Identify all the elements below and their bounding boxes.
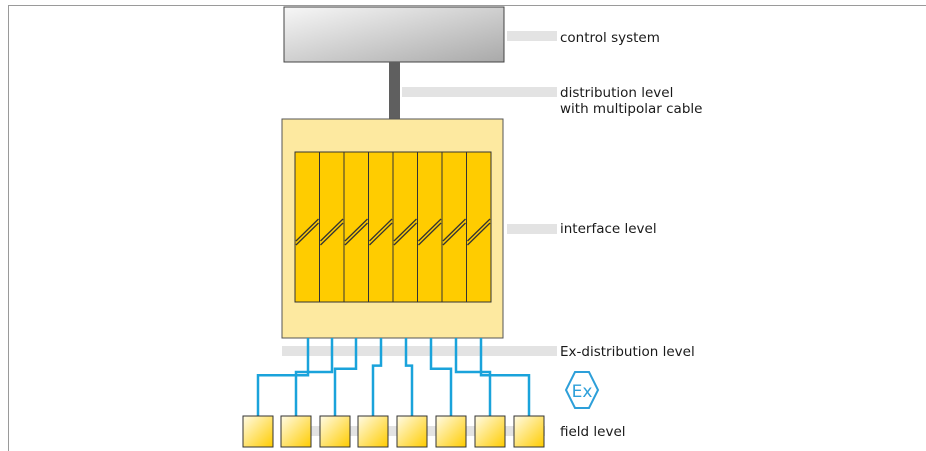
field-cables [256,338,531,416]
ex-hexagon-icon: Ex [564,371,600,409]
control-system-label-bar [507,31,557,41]
frame-left-line [8,5,9,451]
ex-distribution-level-label: Ex-distribution level [560,344,695,360]
multipolar-cable [389,62,400,119]
distribution-label-bar [402,87,557,97]
barrier-module [466,151,492,303]
module-slash-line [369,222,393,246]
module-slash-line [344,222,368,246]
module-slash-line [442,222,466,246]
module-slash-line [393,222,417,246]
module-slash-line [344,218,368,242]
module-slash-line [467,218,491,242]
barrier-module [368,151,394,303]
barrier-module [343,151,369,303]
field-cable [429,338,453,416]
field-device [513,415,545,448]
field-cable [294,338,334,416]
field-devices [242,415,545,448]
field-device [396,415,428,448]
module-slash-line [467,222,491,246]
field-cable [479,338,531,416]
field-device [357,415,389,448]
interface-label-bar [507,224,557,234]
module-slash-line [369,218,393,242]
field-device [280,415,312,448]
ex-symbol-text: Ex [572,382,593,402]
control-system-label: control system [560,30,660,46]
module-slash-line [295,218,319,242]
interface-level-label: interface level [560,221,657,237]
barrier-modules [294,151,492,303]
field-cable [404,338,414,416]
module-slash-line [442,218,466,242]
ex-distribution-label-bar [282,346,557,356]
module-slash-line [418,218,442,242]
barrier-module [441,151,467,303]
field-cable [371,338,383,416]
field-cable [454,338,492,416]
field-device [319,415,351,448]
barrier-module [319,151,345,303]
distribution-level-label-line1: distribution level [560,85,674,101]
distribution-level-label-line2: with multipolar cable [560,101,703,117]
field-cable [333,338,358,416]
module-slash-line [418,222,442,246]
module-slash-line [320,218,344,242]
barrier-module [417,151,443,303]
control-system-box [283,6,505,63]
field-device [242,415,274,448]
barrier-module [294,151,320,303]
barrier-module [392,151,418,303]
field-device [474,415,506,448]
frame-top-line [8,5,926,6]
module-slash-line [295,222,319,246]
module-slash-line [393,218,417,242]
module-slash-line [320,222,344,246]
field-level-label: field level [560,424,626,440]
field-device [435,415,467,448]
field-cable [256,338,310,416]
